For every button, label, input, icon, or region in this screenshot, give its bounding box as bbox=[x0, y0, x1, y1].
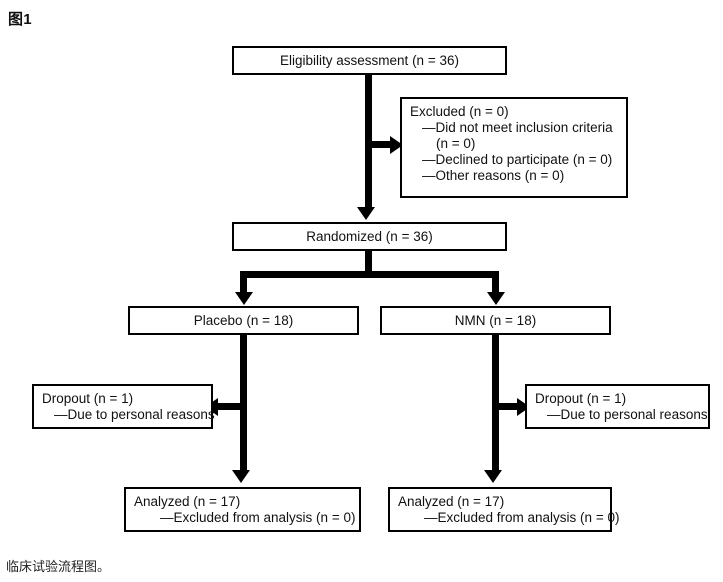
connector-to-placebo bbox=[240, 271, 247, 294]
node-excluded-item-3: —Other reasons (n = 0) bbox=[422, 168, 565, 183]
node-dropout-placebo-title: Dropout (n = 1) bbox=[42, 391, 134, 406]
node-eligibility-label: Eligibility assessment (n = 36) bbox=[280, 52, 459, 68]
node-analyzed-nmn: Analyzed (n = 17) —Excluded from analysi… bbox=[388, 487, 620, 532]
connector-randomization-split-bar bbox=[240, 271, 499, 278]
arrowhead-to-randomized bbox=[357, 207, 375, 220]
node-dropout-nmn: Dropout (n = 1) —Due to personal reasons bbox=[525, 384, 710, 429]
figure-caption: 临床试验流程图。 bbox=[6, 559, 111, 574]
node-excluded-item-0: —Did not meet inclusion criteria bbox=[422, 120, 613, 135]
connector-eligibility-to-randomized bbox=[365, 75, 372, 209]
connector-nmn-to-analyzed bbox=[492, 335, 499, 472]
node-excluded-title: Excluded (n = 0) bbox=[410, 104, 509, 119]
node-nmn: NMN (n = 18) bbox=[380, 306, 611, 335]
arrowhead-to-analyzed-right bbox=[484, 470, 502, 483]
node-excluded: Excluded (n = 0) —Did not meet inclusion… bbox=[400, 97, 628, 198]
node-placebo-label: Placebo (n = 18) bbox=[193, 312, 294, 328]
connector-placebo-to-analyzed bbox=[240, 335, 247, 472]
node-randomized-label: Randomized (n = 36) bbox=[306, 228, 433, 244]
connector-to-dropout-right bbox=[499, 403, 519, 410]
node-excluded-item-1: (n = 0) bbox=[436, 136, 476, 151]
connector-to-excluded bbox=[372, 141, 392, 148]
node-dropout-nmn-item: —Due to personal reasons bbox=[547, 407, 708, 422]
node-randomized: Randomized (n = 36) bbox=[232, 222, 507, 251]
node-analyzed-placebo-item: —Excluded from analysis (n = 0) bbox=[160, 510, 356, 525]
node-dropout-placebo-item: —Due to personal reasons bbox=[54, 407, 215, 422]
arrowhead-to-nmn bbox=[487, 292, 505, 305]
node-eligibility-assessment: Eligibility assessment (n = 36) bbox=[232, 46, 507, 75]
node-placebo: Placebo (n = 18) bbox=[128, 306, 359, 335]
node-analyzed-placebo: Analyzed (n = 17) —Excluded from analysi… bbox=[124, 487, 361, 532]
node-analyzed-nmn-item: —Excluded from analysis (n = 0) bbox=[424, 510, 620, 525]
node-dropout-placebo: Dropout (n = 1) —Due to personal reasons bbox=[32, 384, 215, 429]
figure-title: 图1 bbox=[8, 11, 32, 28]
node-excluded-item-2: —Declined to participate (n = 0) bbox=[422, 152, 613, 167]
connector-to-dropout-left bbox=[218, 403, 240, 410]
node-dropout-nmn-title: Dropout (n = 1) bbox=[535, 391, 627, 406]
connector-randomized-stem bbox=[365, 251, 372, 275]
arrowhead-to-excluded bbox=[390, 135, 403, 154]
arrowhead-to-placebo bbox=[235, 292, 253, 305]
node-analyzed-nmn-title: Analyzed (n = 17) bbox=[398, 494, 505, 509]
connector-to-nmn bbox=[492, 271, 499, 294]
arrowhead-to-analyzed-left bbox=[232, 470, 250, 483]
node-nmn-label: NMN (n = 18) bbox=[454, 312, 537, 328]
node-analyzed-placebo-title: Analyzed (n = 17) bbox=[134, 494, 241, 509]
